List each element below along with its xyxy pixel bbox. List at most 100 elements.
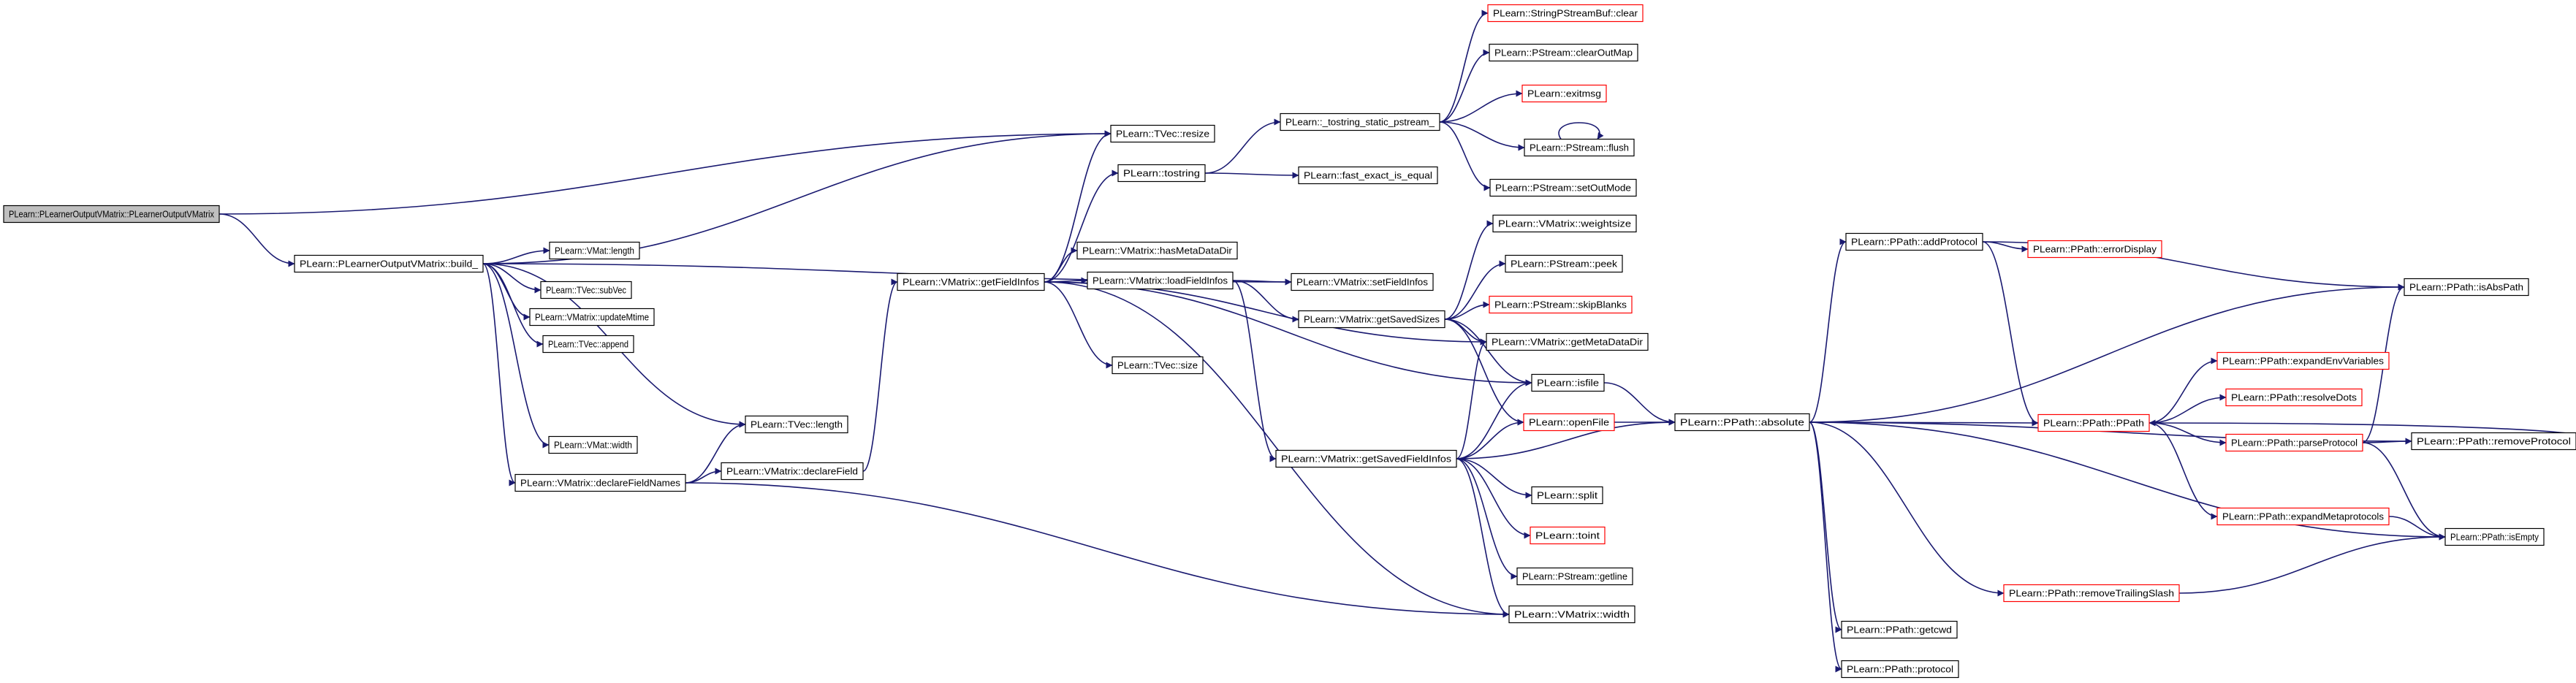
node-box bbox=[1530, 526, 1606, 545]
node-remove-trailing-slash[interactable]: PLearn::PPath::removeTrailingSlash bbox=[2003, 584, 2180, 603]
node-get-saved-sizes[interactable]: PLearn::VMatrix::getSavedSizes bbox=[1298, 310, 1445, 329]
node-has-metadatadir[interactable]: PLearn::VMatrix::hasMetaDataDir bbox=[1076, 241, 1238, 260]
node-add-protocol[interactable]: PLearn::PPath::addProtocol bbox=[1845, 232, 1983, 251]
edge-get_saved_field_infos-to-absolute bbox=[1456, 419, 1676, 459]
node-spbuf-clear[interactable]: PLearn::StringPStreamBuf::clear bbox=[1487, 4, 1644, 23]
node-get-field-infos[interactable]: PLearn::VMatrix::getFieldInfos bbox=[897, 272, 1045, 291]
node-vmat-length[interactable]: PLearn::VMat::length bbox=[549, 241, 640, 260]
node-box bbox=[540, 281, 632, 299]
node-tvec-resize[interactable]: PLearn::TVec::resize bbox=[1110, 124, 1215, 143]
node-is-empty[interactable]: PLearn::PPath::isEmpty bbox=[2444, 527, 2545, 546]
node-exitmsg[interactable]: PLearn::exitmsg bbox=[1521, 84, 1607, 103]
node-parse-protocol[interactable]: PLearn::PPath::parseProtocol bbox=[2225, 433, 2363, 452]
node-label: PLearn::PPath::isAbsPath bbox=[2409, 282, 2523, 293]
edge-load_field_infos-to-get_saved_field_infos bbox=[1232, 280, 1277, 462]
node-is-abs-path[interactable]: PLearn::PPath::isAbsPath bbox=[2404, 278, 2529, 297]
edge-get_field_infos-to-has_metadatadir bbox=[1044, 247, 1078, 283]
node-label: PLearn::PPath::getcwd bbox=[1847, 625, 1952, 636]
node-get-saved-field-infos[interactable]: PLearn::VMatrix::getSavedFieldInfos bbox=[1275, 449, 1457, 468]
node-update-mtime[interactable]: PLearn::VMatrix::updateMtime bbox=[529, 308, 655, 327]
node-label: PLearn::PStream::peek bbox=[1511, 259, 1618, 270]
edge-get_field_infos-to-tvec_resize bbox=[1044, 130, 1112, 283]
edge bbox=[1044, 281, 1510, 618]
edge bbox=[1444, 318, 1487, 346]
node-tvec-append[interactable]: PLearn::TVec::append bbox=[542, 335, 634, 354]
node-box bbox=[1298, 310, 1445, 329]
node-box bbox=[2404, 278, 2529, 297]
node-label: PLearn::PStream::setOutMode bbox=[1495, 183, 1631, 194]
node-toint[interactable]: PLearn::toint bbox=[1530, 526, 1606, 545]
node-build[interactable]: PLearn::PLearnerOutputVMatrix::build_ bbox=[294, 254, 484, 273]
node-protocol[interactable]: PLearn::PPath::protocol bbox=[1841, 660, 1959, 679]
node-label: PLearn::PStream::skipBlanks bbox=[1494, 299, 1627, 310]
node-tvec-subvec[interactable]: PLearn::TVec::subVec bbox=[540, 281, 632, 299]
node-peek[interactable]: PLearn::PStream::peek bbox=[1505, 254, 1623, 273]
node-root[interactable]: PLearn::PLearnerOutputVMatrix::PLearnerO… bbox=[3, 205, 220, 224]
node-label: PLearn::PLearnerOutputVMatrix::PLearnerO… bbox=[9, 209, 214, 220]
node-ppath[interactable]: PLearn::PPath::PPath bbox=[2037, 413, 2150, 432]
node-box bbox=[1489, 43, 1638, 62]
node-set-out-mode[interactable]: PLearn::PStream::setOutMode bbox=[1489, 178, 1637, 197]
node-label: PLearn::VMatrix::getSavedFieldInfos bbox=[1281, 454, 1452, 465]
edge-tostring_static-to-set_out_mode bbox=[1439, 121, 1491, 191]
node-vmatrix-width[interactable]: PLearn::VMatrix::width bbox=[1508, 605, 1635, 624]
node-box bbox=[1524, 138, 1635, 157]
node-remove-protocol[interactable]: PLearn::PPath::removeProtocol bbox=[2411, 432, 2576, 451]
node-open-file[interactable]: PLearn::openFile bbox=[1523, 413, 1615, 432]
node-tostring[interactable]: PLearn::tostring bbox=[1117, 164, 1206, 183]
node-label: PLearn::VMatrix::weightsize bbox=[1498, 218, 1631, 229]
node-expand-meta[interactable]: PLearn::PPath::expandMetaprotocols bbox=[2216, 507, 2390, 526]
node-box bbox=[2444, 527, 2545, 546]
node-tvec-size[interactable]: PLearn::TVec::size bbox=[1112, 356, 1204, 375]
node-skip-blanks[interactable]: PLearn::PStream::skipBlanks bbox=[1489, 295, 1633, 314]
edge-load_field_infos-to-set_field_infos bbox=[1232, 278, 1292, 286]
node-expand-env[interactable]: PLearn::PPath::expandEnvVariables bbox=[2216, 351, 2390, 370]
node-tostring-static[interactable]: PLearn::_tostring_static_pstream_ bbox=[1280, 112, 1440, 131]
node-split[interactable]: PLearn::split bbox=[1531, 486, 1603, 505]
edge bbox=[862, 278, 898, 472]
node-box bbox=[1531, 373, 1605, 392]
node-get-metadatadir[interactable]: PLearn::VMatrix::getMetaDataDir bbox=[1486, 332, 1649, 351]
node-box bbox=[548, 435, 638, 454]
node-weightsize[interactable]: PLearn::VMatrix::weightsize bbox=[1492, 214, 1637, 233]
node-pstream-flush[interactable]: PLearn::PStream::flush bbox=[1524, 138, 1635, 157]
edge bbox=[1439, 121, 1491, 191]
edge-build-to-declare_field_names bbox=[482, 263, 516, 487]
node-vmat-width[interactable]: PLearn::VMat::width bbox=[548, 435, 638, 454]
node-label: PLearn::PPath::addProtocol bbox=[1851, 237, 1977, 248]
node-box bbox=[549, 241, 640, 260]
edge-get_saved_field_infos-to-split bbox=[1456, 458, 1532, 499]
edge bbox=[1204, 172, 1299, 179]
node-declare-field[interactable]: PLearn::VMatrix::declareField bbox=[721, 462, 864, 481]
edge-parse_protocol-to-remove_protocol bbox=[2362, 438, 2412, 445]
node-label: PLearn::exitmsg bbox=[1527, 88, 1601, 99]
edge bbox=[1044, 169, 1119, 283]
node-fast-exact[interactable]: PLearn::fast_exact_is_equal bbox=[1298, 166, 1438, 185]
node-isfile[interactable]: PLearn::isfile bbox=[1531, 373, 1605, 392]
edge-get_field_infos-to-tostring bbox=[1044, 169, 1119, 283]
edge-load_field_infos-to-get_saved_sizes bbox=[1232, 280, 1299, 323]
node-box bbox=[1112, 356, 1204, 375]
edge bbox=[1456, 419, 1524, 459]
node-declare-field-names[interactable]: PLearn::VMatrix::declareFieldNames bbox=[514, 473, 686, 492]
node-absolute[interactable]: PLearn::PPath::absolute bbox=[1674, 413, 1810, 432]
edge-declare_field_names-to-tvec_length bbox=[685, 421, 746, 484]
edge bbox=[685, 421, 746, 484]
edge-absolute-to-is_abs_path bbox=[1809, 283, 2405, 423]
node-resolve-dots[interactable]: PLearn::PPath::resolveDots bbox=[2225, 388, 2363, 407]
edge bbox=[1456, 419, 1676, 459]
node-set-field-infos[interactable]: PLearn::VMatrix::setFieldInfos bbox=[1291, 272, 1434, 291]
node-clear-out-map[interactable]: PLearn::PStream::clearOutMap bbox=[1489, 43, 1638, 62]
node-getcwd[interactable]: PLearn::PPath::getcwd bbox=[1841, 620, 1958, 639]
edge bbox=[2148, 422, 2227, 446]
edge-tostring_static-to-pstream_flush bbox=[1439, 121, 1525, 151]
node-box bbox=[1486, 332, 1649, 351]
node-label: PLearn::PPath::PPath bbox=[2043, 418, 2144, 429]
node-error-display[interactable]: PLearn::PPath::errorDisplay bbox=[2027, 240, 2162, 259]
node-load-field-infos[interactable]: PLearn::VMatrix::loadFieldInfos bbox=[1087, 271, 1234, 290]
edge-get_saved_field_infos-to-vmatrix_width bbox=[1456, 458, 1510, 618]
node-label: PLearn::VMatrix::loadFieldInfos bbox=[1093, 275, 1228, 286]
node-getline[interactable]: PLearn::PStream::getline bbox=[1516, 567, 1633, 586]
node-tvec-length[interactable]: PLearn::TVec::length bbox=[745, 415, 848, 434]
edge-get_saved_field_infos-to-get_metadatadir bbox=[1456, 338, 1487, 459]
